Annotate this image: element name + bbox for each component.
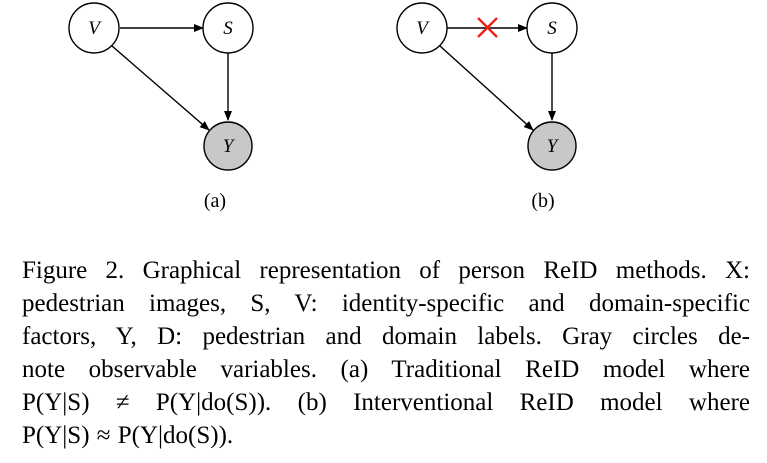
node-s-b-label: S: [547, 18, 557, 39]
edge-v-to-y-b: [439, 45, 534, 131]
node-y-a: [203, 121, 253, 171]
node-v-a: [68, 2, 120, 54]
caption-line: factors, Y, D: pedestrian and domain lab…: [22, 323, 750, 350]
sublabel-b: (b): [531, 190, 554, 212]
causal-diagrams: V S Y (a) V S Y (b): [68, 2, 578, 212]
node-s-a: [202, 2, 254, 54]
node-v-b: [396, 2, 448, 54]
node-y-b-label: Y: [547, 136, 560, 157]
diagram-b: V S Y (b): [396, 2, 578, 212]
caption-line: pedestrian images, S, V: identity-specif…: [22, 290, 750, 317]
caption-line: note observable variables. (a) Tradition…: [22, 356, 750, 383]
caption-line: Figure 2. Graphical representation of pe…: [22, 257, 750, 284]
node-v-b-label: V: [416, 18, 430, 39]
sublabel-a: (a): [204, 190, 226, 212]
node-y-b: [527, 121, 577, 171]
caption-line: P(Y|S) ≈ P(Y|do(S)).: [22, 422, 234, 449]
figure-caption: Figure 2. Graphical representation of pe…: [22, 254, 750, 452]
edge-v-to-y-a: [111, 45, 210, 131]
node-v-a-label: V: [88, 18, 102, 39]
node-y-a-label: Y: [223, 136, 236, 157]
caption-line: P(Y|S) ≠ P(Y|do(S)). (b) Interventional …: [22, 389, 750, 416]
node-s-b: [526, 2, 578, 54]
node-s-a-label: S: [223, 18, 233, 39]
diagram-a: V S Y (a): [68, 2, 254, 212]
blocked-edge-cross-icon: [477, 17, 498, 38]
